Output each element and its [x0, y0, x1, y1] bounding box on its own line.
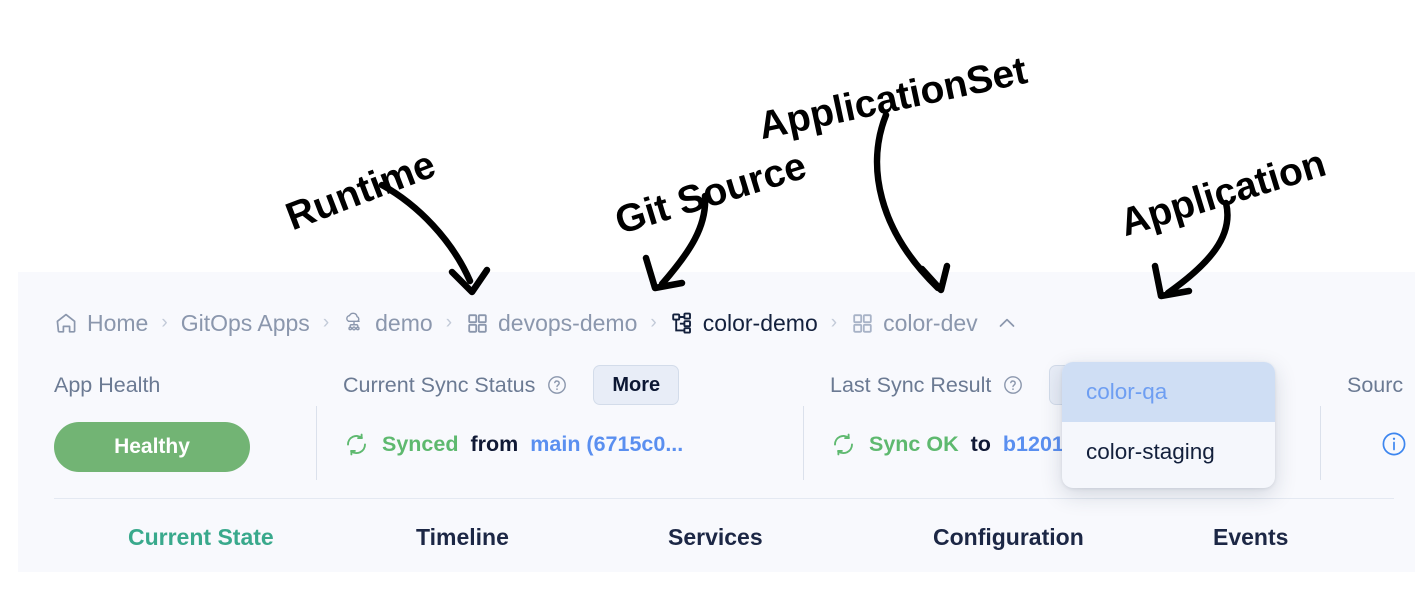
- breadcrumb-separator: ›: [831, 312, 837, 334]
- divider: [803, 406, 804, 480]
- app-health-title: App Health: [54, 368, 296, 402]
- app-health-column: App Health Healthy: [54, 368, 316, 472]
- current-sync-more-button[interactable]: More: [593, 365, 679, 405]
- breadcrumb-item-color-demo-label: color-demo: [703, 310, 818, 337]
- runtime-icon: [342, 311, 366, 335]
- current-sync-preposition: from: [470, 432, 518, 457]
- home-icon: [54, 311, 78, 335]
- divider: [316, 406, 317, 480]
- breadcrumb: Home › GitOps Apps › demo ›: [54, 305, 1018, 341]
- panel-divider: [54, 498, 1394, 499]
- arrow-runtime: [382, 185, 470, 281]
- annotation-git-source: Git Source: [610, 144, 811, 244]
- current-sync-state: Synced: [382, 432, 458, 457]
- annotation-runtime: Runtime: [280, 143, 441, 240]
- question-circle-icon[interactable]: [1002, 374, 1024, 396]
- tab-services[interactable]: Services: [668, 524, 933, 551]
- breadcrumb-item-color-dev-label: color-dev: [883, 310, 978, 337]
- dropdown-option-color-staging[interactable]: color-staging: [1062, 422, 1275, 482]
- breadcrumb-item-gitops-apps-label: GitOps Apps: [181, 310, 310, 337]
- arrow-git-source: [662, 196, 705, 284]
- breadcrumb-separator: ›: [446, 312, 452, 334]
- tab-timeline[interactable]: Timeline: [416, 524, 668, 551]
- tab-bar: Current State Timeline Services Configur…: [128, 524, 1288, 551]
- info-circle-icon[interactable]: [1379, 429, 1409, 459]
- source-column: Sourc: [1347, 368, 1415, 464]
- breadcrumb-item-devops-demo-label: devops-demo: [498, 310, 637, 337]
- breadcrumb-separator: ›: [323, 312, 329, 334]
- breadcrumb-item-home-label: Home: [87, 310, 148, 337]
- tab-current-state[interactable]: Current State: [128, 524, 416, 551]
- tab-events[interactable]: Events: [1213, 524, 1288, 551]
- current-sync-status-header: Current Sync Status More: [343, 368, 783, 402]
- annotation-applicationset: ApplicationSet: [755, 49, 1031, 149]
- breadcrumb-item-devops-demo[interactable]: devops-demo: [465, 310, 637, 337]
- grid-icon: [850, 311, 874, 335]
- breadcrumb-separator: ›: [650, 312, 656, 334]
- hierarchy-icon: [670, 311, 694, 335]
- color-dev-dropdown-menu: color-qa color-staging: [1062, 362, 1275, 488]
- breadcrumb-item-demo-label: demo: [375, 310, 433, 337]
- refresh-icon: [343, 431, 370, 458]
- source-title: Sourc: [1347, 368, 1415, 402]
- question-circle-icon[interactable]: [546, 374, 568, 396]
- annotation-application: Application: [1115, 142, 1331, 246]
- current-sync-status-title: Current Sync Status: [343, 373, 535, 398]
- app-health-badge: Healthy: [54, 422, 250, 472]
- chevron-up-icon[interactable]: [996, 312, 1018, 334]
- source-value: [1379, 424, 1415, 464]
- current-sync-status-value: Synced from main (6715c0...: [343, 424, 783, 464]
- grid-icon: [465, 311, 489, 335]
- breadcrumb-item-home[interactable]: Home: [54, 310, 148, 337]
- tab-configuration[interactable]: Configuration: [933, 524, 1213, 551]
- refresh-icon: [830, 431, 857, 458]
- breadcrumb-item-demo[interactable]: demo: [342, 310, 433, 337]
- dropdown-option-color-qa[interactable]: color-qa: [1062, 362, 1275, 422]
- last-sync-preposition: to: [971, 432, 991, 457]
- breadcrumb-separator: ›: [161, 312, 167, 334]
- breadcrumb-item-color-demo[interactable]: color-demo: [670, 310, 818, 337]
- breadcrumb-item-gitops-apps[interactable]: GitOps Apps: [181, 310, 310, 337]
- last-sync-result-title: Last Sync Result: [830, 373, 991, 398]
- arrow-applicationset: [877, 115, 938, 288]
- divider: [1320, 406, 1321, 480]
- last-sync-state: Sync OK: [869, 432, 959, 457]
- breadcrumb-item-color-dev[interactable]: color-dev: [850, 310, 1018, 337]
- current-sync-revision-link[interactable]: main (6715c0...: [530, 432, 683, 457]
- current-sync-status-column: Current Sync Status More: [343, 368, 803, 464]
